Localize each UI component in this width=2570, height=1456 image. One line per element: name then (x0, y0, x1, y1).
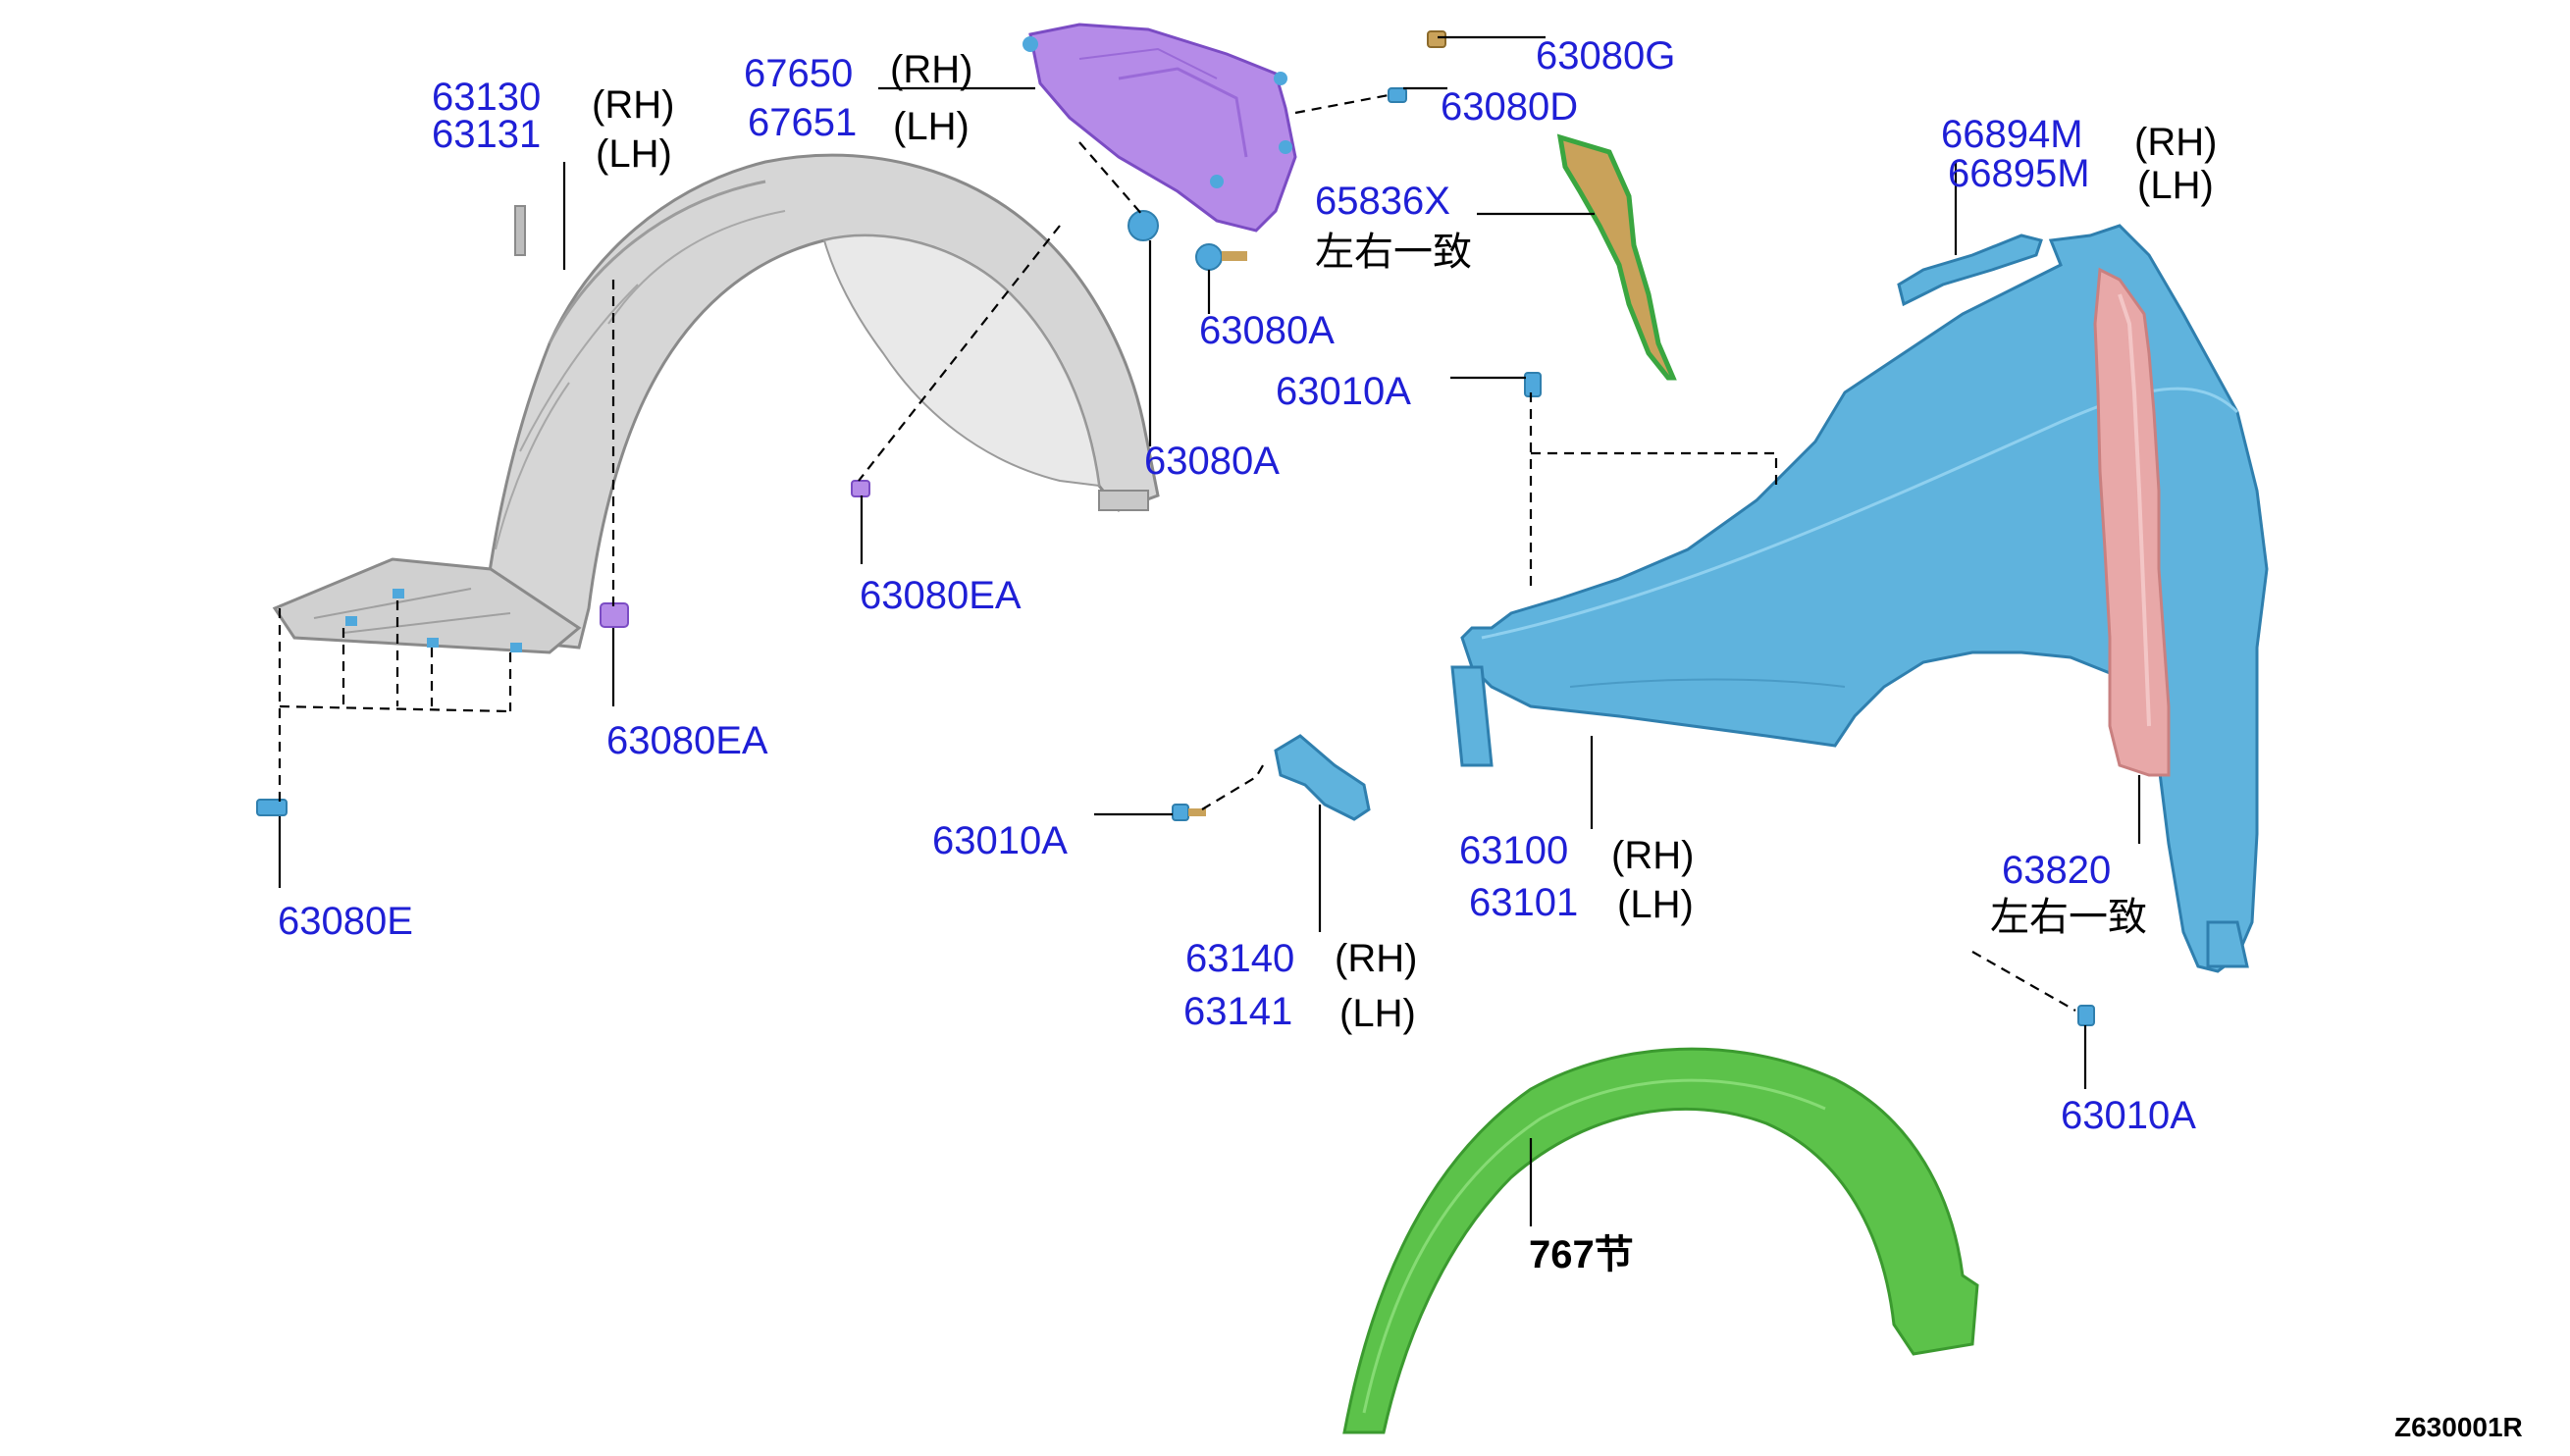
part-number-63010A-lower: 63010A (2061, 1094, 2196, 1137)
part-number-63010A-upper: 63010A (1276, 370, 1411, 413)
part-number-63131: 63131 (432, 113, 541, 156)
part-number-63010A-middle: 63010A (932, 819, 1068, 862)
side-lh-63131: (LH) (596, 132, 672, 176)
fender-bracket-upper-part (1897, 234, 2043, 307)
side-rh-67650: (RH) (890, 48, 972, 91)
clip-63080EA-1 (851, 480, 870, 497)
side-rh-63100: (RH) (1611, 834, 1694, 877)
clip-63080EA-2 (600, 602, 629, 628)
clip-63080A-2 (1195, 243, 1247, 271)
side-lh-67651: (LH) (893, 105, 970, 148)
part-number-63130: 63130 (432, 76, 541, 119)
side-rh-63140: (RH) (1335, 937, 1417, 980)
fender-seal-part (1556, 133, 1677, 381)
part-number-66895M: 66895M (1948, 152, 2090, 195)
note-symmetric-63820: 左右一致 (1990, 895, 2147, 940)
section-reference-767: 767节 (1529, 1233, 1634, 1276)
side-lh-66895M: (LH) (2137, 164, 2214, 207)
part-number-67650: 67650 (744, 52, 853, 95)
part-number-63100: 63100 (1459, 829, 1568, 872)
part-number-63080D: 63080D (1441, 85, 1578, 129)
part-number-63140: 63140 (1185, 937, 1294, 980)
clip-63080A-1 (1128, 210, 1159, 241)
clip-63010A-mid (1172, 804, 1206, 821)
wheel-arch-molding-part (1342, 1047, 1979, 1434)
side-lh-63101: (LH) (1617, 883, 1694, 926)
part-number-63080EA-left: 63080EA (606, 719, 768, 762)
leader-lines (278, 35, 2141, 1226)
side-rh-66894M: (RH) (2134, 121, 2217, 164)
callout-67650: 67650 (RH) 67651 (LH) (744, 48, 972, 148)
part-number-65836X: 65836X (1315, 180, 1450, 223)
clip-63080E (256, 799, 288, 816)
callout-63130: 63130 (RH) 63131 (LH) (432, 76, 674, 176)
liner-fastener-row (345, 589, 522, 652)
side-lh-63141: (LH) (1339, 992, 1416, 1035)
clip-63080D (1388, 87, 1407, 103)
callout-65836X: 65836X 左右一致 (1315, 180, 1472, 275)
splash-shield-part (1023, 23, 1297, 233)
part-number-63080A-upper: 63080A (1199, 309, 1335, 352)
clip-63010A-bottom (2077, 1005, 2095, 1026)
part-number-63080G: 63080G (1536, 34, 1675, 78)
part-number-63080EA-right: 63080EA (860, 574, 1022, 617)
part-number-63080E: 63080E (278, 900, 413, 943)
side-rh-63130: (RH) (592, 83, 674, 127)
callout-63820: 63820 左右一致 (1990, 849, 2147, 940)
callout-63100: 63100 (RH) 63101 (LH) (1459, 829, 1694, 926)
note-symmetric-65836X: 左右一致 (1315, 230, 1472, 275)
fender-liner-part (272, 153, 1160, 654)
clip-63010A-top (1524, 372, 1542, 397)
part-number-63820: 63820 (2002, 849, 2111, 892)
figure-code: Z630001R (2394, 1412, 2523, 1442)
clip-63080G (1427, 30, 1446, 48)
part-number-67651: 67651 (748, 101, 857, 144)
part-number-66894M: 66894M (1941, 113, 2083, 156)
fender-protector-part (2093, 267, 2171, 777)
callout-66894M: 66894M (RH) 66895M (LH) (1941, 113, 2217, 207)
part-number-63101: 63101 (1469, 881, 1578, 924)
part-number-63141: 63141 (1183, 990, 1292, 1033)
fender-bracket-lower-part (1274, 734, 1371, 821)
part-number-63080A-lower: 63080A (1144, 440, 1280, 483)
callout-63140: 63140 (RH) 63141 (LH) (1183, 937, 1417, 1035)
